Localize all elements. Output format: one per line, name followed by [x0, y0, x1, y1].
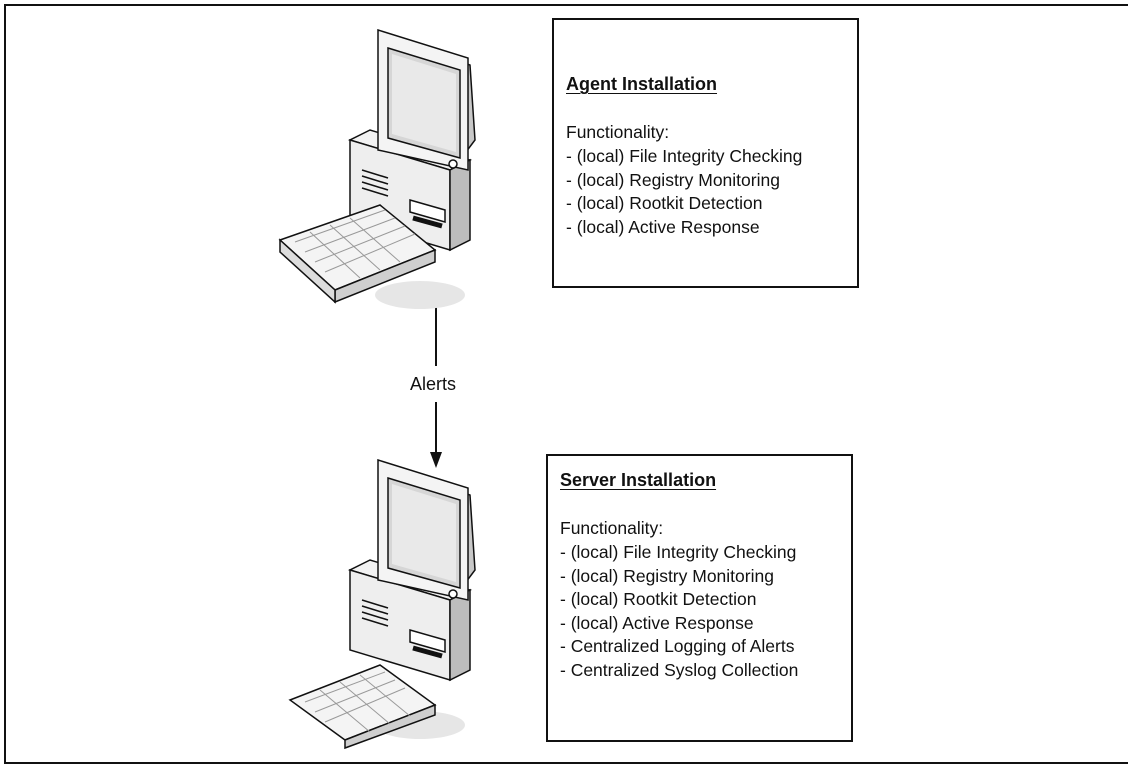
list-item: - (local) Active Response — [566, 216, 760, 237]
server-computer-icon — [288, 458, 476, 750]
list-item: - (local) Registry Monitoring — [560, 565, 774, 586]
list-item: - (local) Rootkit Detection — [566, 193, 763, 213]
server-functionality-heading: Functionality: — [560, 518, 664, 538]
agent-computer-icon — [278, 28, 476, 309]
server-installation-box: Server Installation Functionality: - (lo… — [546, 454, 853, 742]
agent-functionality-list: - (local) File Integrity Checking - (loc… — [566, 145, 802, 239]
alerts-label: Alerts — [408, 374, 459, 395]
server-functionality-list: - (local) File Integrity Checking - (loc… — [560, 541, 798, 682]
agent-installation-box: Agent Installation Functionality: - (loc… — [552, 18, 859, 288]
list-item: - (local) Registry Monitoring — [566, 169, 780, 190]
list-item: - (local) File Integrity Checking — [566, 146, 803, 166]
server-installation-title: Server Installation — [560, 470, 717, 490]
arrow-head-icon — [430, 452, 442, 468]
agent-installation-title: Agent Installation — [566, 74, 718, 94]
list-item: - Centralized Syslog Collection — [560, 659, 799, 680]
agent-functionality-heading: Functionality: — [566, 122, 670, 142]
list-item: - (local) File Integrity Checking — [560, 542, 797, 562]
list-item: - Centralized Logging of Alerts — [560, 636, 795, 656]
list-item: - (local) Active Response — [560, 612, 754, 633]
list-item: - (local) Rootkit Detection — [560, 589, 757, 609]
